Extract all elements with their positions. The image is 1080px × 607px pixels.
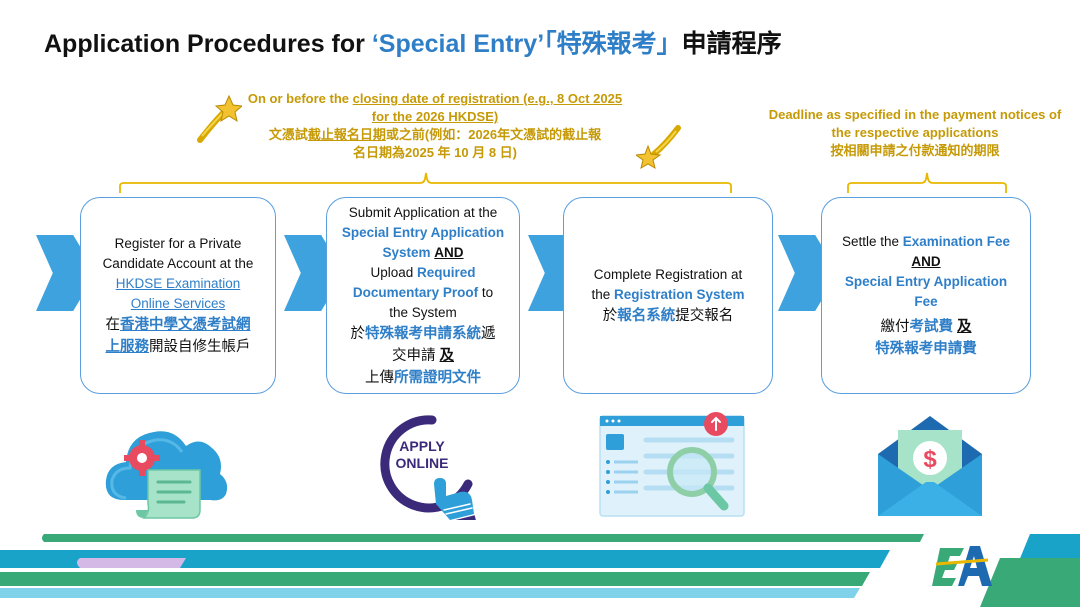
shooting-star-icon [197,94,242,143]
step-1-card: Register for a Private Candidate Account… [80,197,276,394]
registration-form-search-icon [599,412,745,517]
deadline-bracket-left [119,172,732,193]
step-3-card: Complete Registration at the Registratio… [563,197,773,394]
title-highlight: ‘Special Entry’「特殊報考」 [371,30,682,58]
hkdse-online-services-zh-link-cont[interactable]: 上服務 [105,338,150,355]
hkdse-online-services-link[interactable]: HKDSE Examination [115,275,241,291]
page-title: Application Procedures for ‘Special Entr… [44,24,782,60]
registration-system-label: Registration System [613,286,745,302]
closing-date-link[interactable]: closing date of registration (e.g., 8 Oc… [352,91,623,106]
shooting-star-icon-2 [636,125,681,170]
step-4-card: Settle the Examination Fee AND Special E… [821,197,1031,394]
apply-text: APPLY [399,438,445,454]
right-deadline-text: Deadline as specified in the payment not… [768,107,1062,158]
closing-date-link-cont[interactable]: for the 2026 HKDSE) [371,109,499,124]
hkeaa-logo [932,546,992,586]
footer-decor-stripes [0,534,1080,607]
cloud-gear-document-icon [105,431,228,519]
title-suffix: 申請程序 [681,30,782,58]
hkdse-online-services-link-cont[interactable]: Online Services [130,295,226,311]
online-text: ONLINE [396,455,449,471]
left-deadline-text: On or before the closing date of registr… [247,91,623,160]
special-entry-system-label: Special Entry Application [341,224,505,240]
step-2-card: Submit Application at the Special Entry … [326,197,520,394]
apply-online-icon: APPLY ONLINE [380,415,477,520]
hkdse-online-services-zh-link[interactable]: 香港中學文憑考試網 [120,316,251,333]
svg-text:$: $ [923,446,937,473]
deadline-bracket-right [847,172,1007,193]
envelope-dollar-icon: $ [878,416,982,516]
title-prefix: Application Procedures for [44,30,372,58]
